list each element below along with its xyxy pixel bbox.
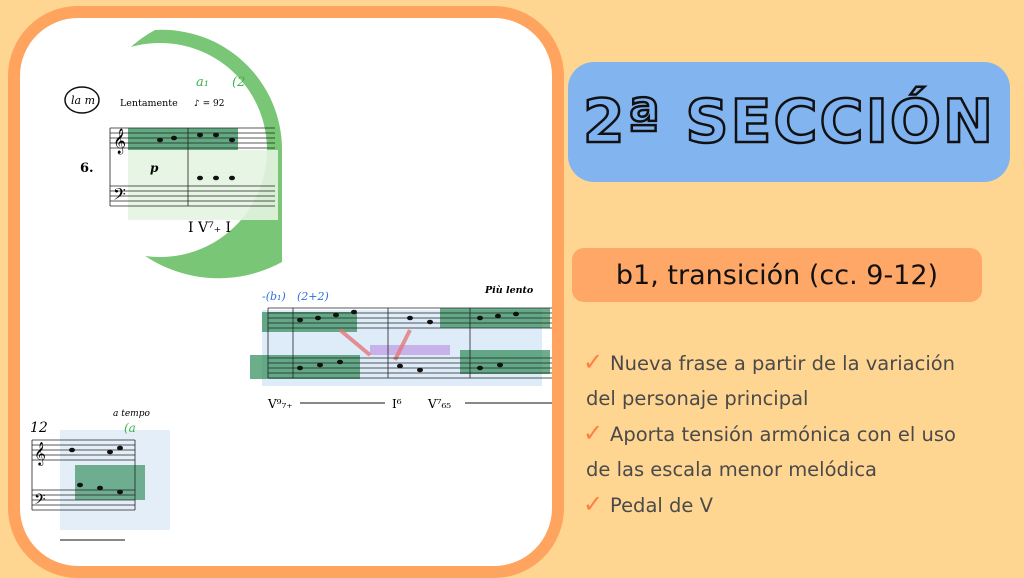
annotation-a: (a xyxy=(124,421,136,435)
bullet-text: Nueva frase a partir de la variación xyxy=(610,352,956,375)
harmony-1: V⁹₇₊ xyxy=(267,397,293,411)
bullet-text: Pedal de V xyxy=(610,494,713,517)
bullet-item: ✓ Pedal de V xyxy=(576,487,1016,523)
dynamic-mark: p xyxy=(150,161,159,175)
bullet-text: Aporta tensión armónica con el uso xyxy=(610,423,956,446)
subtitle-box: b1, transición (cc. 9-12) xyxy=(572,248,982,302)
tempo-piu-lento: Più lento xyxy=(484,285,534,296)
check-icon: ✓ xyxy=(582,348,604,376)
title-box: 2ª SECCIÓN xyxy=(568,62,1010,182)
check-icon: ✓ xyxy=(582,419,604,447)
measure-number: 6. xyxy=(80,161,94,176)
bullet-text-cont: de las escala menor melódica xyxy=(586,458,877,481)
bullet-item: ✓ Aporta tensión armónica con el uso de l… xyxy=(576,416,1016,487)
annotation-2: (2 xyxy=(232,75,245,90)
annotation-a1: a₁ xyxy=(196,75,209,90)
harmony-3: V⁷₆₅ xyxy=(427,397,451,411)
metronome-label: ♪ = 92 xyxy=(194,99,224,109)
tempo-a-tempo: a tempo xyxy=(113,409,150,419)
harmony-2: I⁶ xyxy=(392,397,402,411)
bullet-text-cont: del personaje principal xyxy=(586,387,809,410)
score-panel: la m Lentamente ♪ = 92 a₁ (2 𝄞 𝄢 6. p I … xyxy=(8,6,564,578)
tempo-label: Lentamente xyxy=(120,98,178,109)
bullet-item: ✓ Nueva frase a partir de la variación de… xyxy=(576,345,1016,416)
annotation-grouping: (2+2) xyxy=(297,290,329,303)
key-label: la m xyxy=(71,94,95,107)
harmony-label: I V⁷₊ I xyxy=(188,220,231,236)
svg-text:𝄢: 𝄢 xyxy=(34,491,46,512)
score-excerpt-1: la m Lentamente ♪ = 92 a₁ (2 𝄞 𝄢 6. p I … xyxy=(30,29,552,541)
slide-title: 2ª SECCIÓN xyxy=(582,86,996,159)
bullet-list: ✓ Nueva frase a partir de la variación de… xyxy=(576,345,1016,523)
svg-text:𝄞: 𝄞 xyxy=(113,128,126,154)
annotation-b1: -(b₁) xyxy=(262,290,286,303)
check-icon: ✓ xyxy=(582,490,604,518)
svg-text:𝄢: 𝄢 xyxy=(113,184,126,208)
slide-subtitle: b1, transición (cc. 9-12) xyxy=(615,259,939,291)
measure-12: 12 xyxy=(30,420,48,436)
svg-text:𝄞: 𝄞 xyxy=(34,441,46,466)
